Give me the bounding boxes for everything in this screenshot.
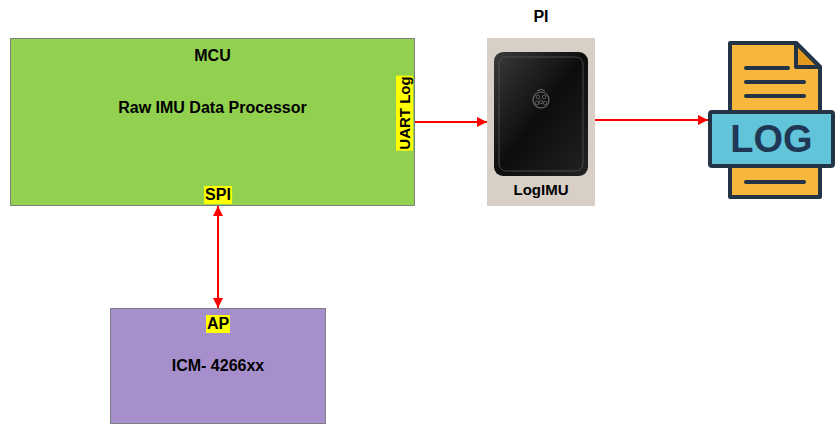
processor-box: MCU Raw IMU Data Processor UART LogSPI <box>10 38 415 206</box>
file-fold <box>796 43 820 67</box>
label-holder: SPI <box>204 186 232 204</box>
file-line <box>746 94 804 98</box>
raspberry-pi-photo: PILogIMU <box>487 38 595 206</box>
pi-case-lid <box>499 57 583 171</box>
connector-arrow <box>415 121 487 123</box>
node-title: MCU <box>194 47 230 65</box>
log-file-icon: LOG <box>708 40 835 200</box>
sensor-box: AP ICM- 4266xx <box>110 308 326 424</box>
pi-case-illustration <box>487 38 595 206</box>
file-page <box>730 43 820 197</box>
label-holder: UART Log <box>396 75 414 150</box>
photo-background <box>487 38 595 206</box>
node-title: AP <box>206 315 230 333</box>
text-row: MCU <box>11 47 414 65</box>
text-row: LOG <box>708 112 835 166</box>
text-row: LogIMU <box>487 181 595 199</box>
node-title: PI <box>533 8 548 26</box>
connector-arrow <box>595 119 708 121</box>
file-line <box>746 180 804 184</box>
node-title: LOG <box>730 112 812 166</box>
text-row: AP <box>111 315 325 333</box>
node-text: Raw IMU Data Processor <box>118 99 307 117</box>
connector-arrow <box>217 206 219 308</box>
raspberry-logo <box>533 90 549 109</box>
pi-case <box>494 52 588 176</box>
file-line <box>746 66 788 70</box>
node-text: LogIMU <box>514 181 569 198</box>
text-row: Raw IMU Data Processor <box>11 99 414 117</box>
port-label: SPI <box>204 186 232 204</box>
text-row: PI <box>487 8 595 26</box>
port-label: UART Log <box>396 75 413 150</box>
text-row: ICM- 4266xx <box>111 357 325 375</box>
file-banner <box>710 112 833 166</box>
file-line <box>746 80 804 84</box>
node-text: ICM- 4266xx <box>172 357 265 375</box>
